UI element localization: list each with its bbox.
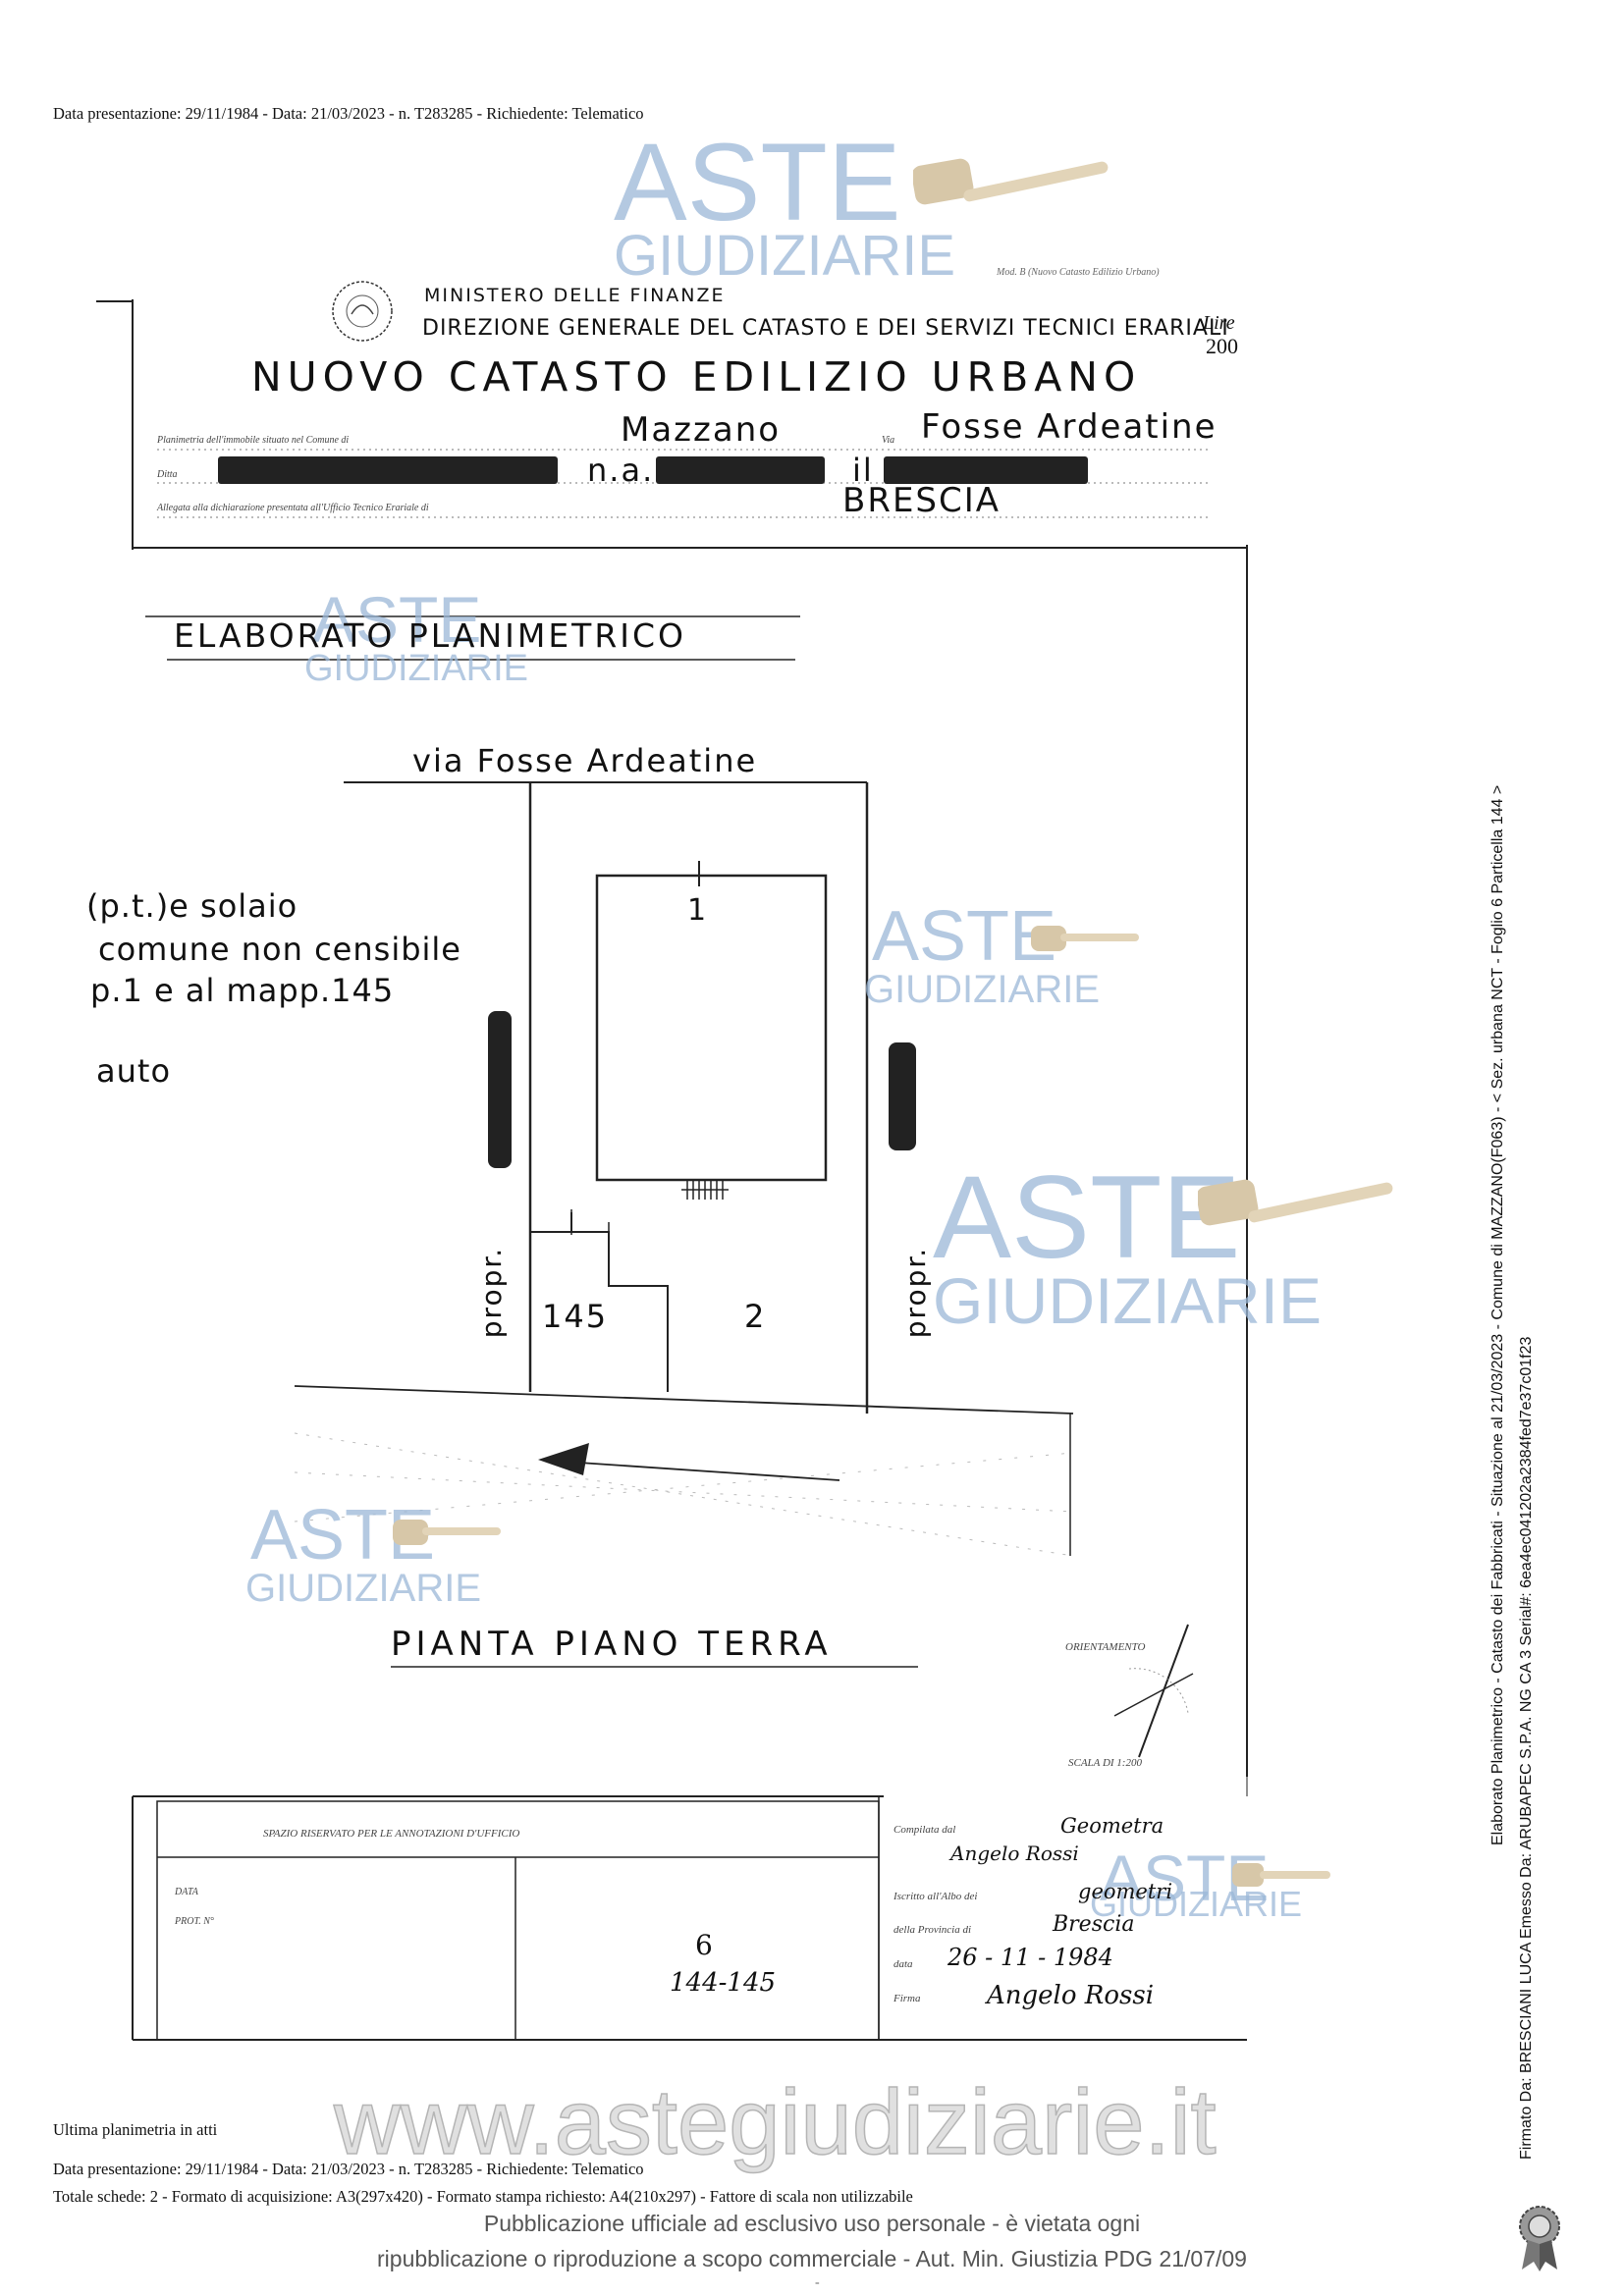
last-plan-note: Ultima planimetria in atti: [53, 2120, 218, 2139]
watermark-brand-bottom: GIUDIZIARIE: [245, 1567, 482, 1610]
albo-value: geometri: [1078, 1880, 1173, 1903]
row1-label: Planimetria dell'immobile situato nel Co…: [157, 435, 350, 446]
born-on-label: il: [852, 452, 874, 489]
albo-label: Iscritto all'Albo dei: [893, 1891, 978, 1902]
office-box-title: SPAZIO RISERVATO PER LE ANNOTAZIONI D'UF…: [263, 1828, 520, 1840]
compiled-date-value: 26 - 11 - 1984: [947, 1944, 1113, 1971]
province-label: della Provincia di: [893, 1924, 972, 1936]
legend-line-1: (p.t.)e solaio: [86, 887, 298, 925]
office-value: BRESCIA: [842, 481, 1001, 520]
row3-label: Allegata alla dichiarazione presentata a…: [157, 503, 429, 513]
legend-line-2: comune non censibile: [98, 931, 461, 968]
plan-title: ELABORATO PLANIMETRICO: [174, 616, 687, 655]
watermark-brand-top: ASTE: [872, 897, 1057, 976]
office-prot-label: PROT. N°: [175, 1916, 214, 1927]
gavel-icon: [913, 147, 1110, 236]
born-label: n.a.: [587, 452, 655, 489]
redacted-birth-place: [656, 456, 825, 484]
compiled-date-label: data: [893, 1958, 913, 1970]
watermark-brand-bottom: GIUDIZIARIE: [614, 224, 956, 288]
price-label: Lire: [1203, 312, 1235, 334]
sheet-number: 6: [695, 1929, 713, 1961]
gavel-icon: [393, 1512, 501, 1561]
legal-notice-1: Pubblicazione ufficiale ad esclusivo uso…: [483, 2211, 1141, 2236]
side-text-line-1: Elaborato Planimetrico - Catasto dei Fab…: [1489, 784, 1506, 1845]
via-label: Via: [882, 435, 895, 446]
row2-label: Ditta: [157, 469, 178, 480]
watermark-brand-bottom: GIUDIZIARIE: [933, 1264, 1323, 1337]
price-value: 200: [1206, 334, 1238, 358]
scale-label: SCALA DI 1:200: [1068, 1757, 1142, 1769]
watermark-brand-bottom: GIUDIZIARIE: [1090, 1884, 1303, 1924]
unit-2-label: 2: [744, 1298, 767, 1335]
registry-title: NUOVO CATASTO EDILIZIO URBANO: [251, 353, 1142, 400]
propr-left-label: propr.: [475, 1246, 509, 1339]
certificate-seal-icon: [1510, 2199, 1569, 2271]
website-watermark: www.astegiudiziarie.it: [333, 2069, 1217, 2174]
redacted-neighbor-left: [488, 1011, 512, 1168]
ministry-name: MINISTERO DELLE FINANZE: [424, 285, 726, 306]
unit-1-label: 1: [687, 893, 709, 928]
floor-title: PIANTA PIANO TERRA: [391, 1625, 833, 1664]
comune-value: Mazzano: [621, 410, 782, 450]
street-name: via Fosse Ardeatine: [412, 742, 758, 779]
redacted-neighbor-right: [889, 1042, 916, 1150]
signature: Angelo Rossi: [987, 1981, 1155, 2010]
redacted-owner-surname: [410, 456, 558, 484]
legend-line-4: auto: [96, 1052, 172, 1090]
mappali-numbers: 144-145: [670, 1968, 777, 1998]
footer-dash: -: [815, 2275, 820, 2290]
directorate-name: DIREZIONE GENERALE DEL CATASTO E DEI SER…: [422, 316, 1229, 341]
gavel-icon: [1198, 1168, 1394, 1256]
compiled-value: Geometra: [1060, 1814, 1164, 1838]
redacted-birth-date: [884, 456, 1088, 484]
compiler-name: Angelo Rossi: [950, 1842, 1079, 1865]
watermark-brand-top: ASTE: [933, 1151, 1241, 1283]
via-value: Fosse Ardeatine: [921, 407, 1218, 447]
ministry-seal-icon: [326, 275, 399, 347]
watermark-brand-bottom: GIUDIZIARIE: [864, 968, 1101, 1011]
legend-line-3: p.1 e al mapp.145: [90, 972, 395, 1009]
footer-line-1: Data presentazione: 29/11/1984 - Data: 2…: [53, 2160, 644, 2178]
watermark-brand-top: ASTE: [614, 121, 901, 243]
redacted-owner-name: [218, 456, 424, 484]
compiled-label: Compilata dal: [893, 1824, 956, 1836]
propr-right-label: propr.: [899, 1246, 933, 1339]
province-value: Brescia: [1053, 1912, 1135, 1937]
gavel-icon: [1031, 918, 1139, 967]
header-top-line: Data presentazione: 29/11/1984 - Data: 2…: [53, 104, 644, 123]
gavel-icon: [1232, 1855, 1330, 1900]
footer-line-2: Totale schede: 2 - Formato di acquisizio…: [53, 2187, 913, 2206]
lot-145-label: 145: [542, 1298, 609, 1335]
legal-notice-2: ripubblicazione o riproduzione a scopo c…: [377, 2246, 1247, 2271]
office-date-label: DATA: [175, 1887, 198, 1897]
orientation-label: ORIENTAMENTO: [1065, 1641, 1146, 1653]
watermark-brand-bottom: GIUDIZIARIE: [304, 648, 529, 689]
model-note: Mod. B (Nuovo Catasto Edilizio Urbano): [997, 267, 1160, 278]
sign-label: Firma: [893, 1993, 921, 2004]
side-text-line-2: Firmato Da: BRESCIANI LUCA Emesso Da: AR…: [1518, 1336, 1535, 2160]
watermark-brand-top: ASTE: [312, 583, 482, 656]
